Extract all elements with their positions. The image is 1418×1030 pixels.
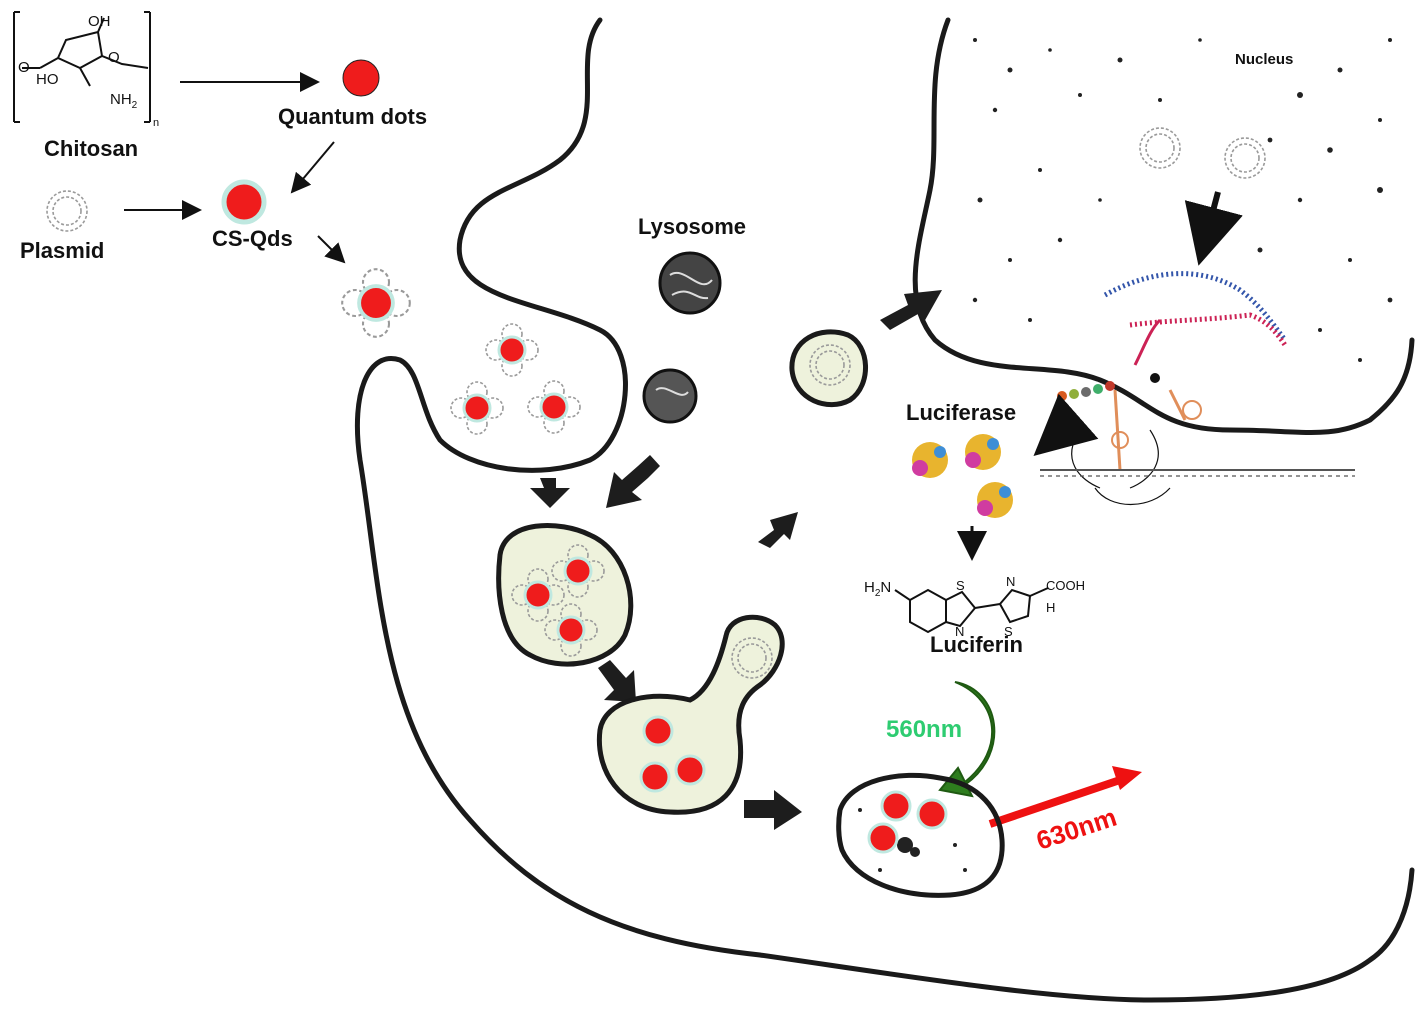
luciferase-protein-3 [977, 482, 1013, 518]
green-wavelength-label: 560nm [886, 716, 962, 743]
endocytosed-complex-3 [526, 379, 582, 435]
cell-membrane [354, 17, 1415, 1003]
luciferin-label: Luciferin [930, 632, 1023, 657]
qd-to-csqd-arrow [290, 141, 335, 194]
lysosome-label: Lysosome [638, 214, 746, 239]
svg-text:O: O [108, 49, 120, 66]
arrow-escape-up [758, 512, 798, 548]
svg-text:n: n [153, 117, 159, 129]
cs-qds-label: CS-Qds [212, 226, 293, 251]
svg-text:OH: OH [88, 13, 111, 30]
transcription-arrow [1184, 191, 1243, 266]
emitting-qd-1 [880, 790, 912, 822]
svg-text:H2N: H2N [864, 579, 891, 599]
green-emission-arrow [938, 681, 996, 798]
arrow-to-emission-vesicle [744, 790, 802, 830]
endocytosed-complex-1 [484, 322, 540, 378]
late-qd-2 [639, 761, 671, 793]
arrow-to-nucleus [880, 290, 942, 330]
emission-speckles [858, 808, 967, 872]
arrow-pocket-to-endosome [530, 478, 570, 508]
nuclear-plasmid-1 [1139, 127, 1181, 169]
quantum-dot-icon [342, 59, 380, 97]
svg-text:N: N [1006, 574, 1015, 589]
emitting-qd-3 [867, 822, 899, 854]
svg-text:HO: HO [36, 71, 59, 88]
late-endosome [596, 614, 785, 815]
arrow-lysosome-to-endosome [606, 455, 660, 508]
emitting-qd-2 [916, 798, 948, 830]
plasmid-label: Plasmid [20, 238, 104, 263]
late-qd-1 [642, 715, 674, 747]
svg-text:O: O [18, 59, 30, 76]
luciferase-protein-1 [912, 442, 948, 478]
red-wavelength-label: 630nm [1033, 802, 1121, 856]
late-qd-3 [674, 754, 706, 786]
luciferase-protein-2 [965, 434, 1001, 470]
plasmid-vesicle [789, 329, 868, 407]
translation-machinery [1040, 373, 1355, 506]
translation-arrow [1033, 393, 1099, 456]
nuclear-plasmid-2 [1224, 137, 1266, 179]
endocytosed-complex-2 [449, 380, 505, 436]
quantum-dots-label: Quantum dots [278, 104, 427, 129]
svg-text:S: S [1004, 624, 1013, 639]
red-emission-arrow [988, 776, 1122, 828]
csqd-to-complex-arrow [317, 235, 346, 264]
arrow-endosome-to-late [598, 660, 636, 702]
dna-transcription [1103, 271, 1288, 366]
emission-vesicle [836, 772, 1005, 898]
svg-text:H: H [1046, 600, 1055, 615]
plasmid-icon [46, 190, 88, 232]
lysosome-2 [642, 368, 698, 424]
chromatin-speckles [972, 38, 1393, 362]
nucleus-label: Nucleus [1235, 51, 1293, 68]
cs-qd-particle [221, 179, 267, 225]
chitosan-label: Chitosan [44, 136, 138, 161]
trafficking-arrows [530, 290, 942, 830]
nucleus-envelope [912, 17, 1415, 435]
svg-text:COOH: COOH [1046, 578, 1085, 593]
red-emission-arrowhead [1112, 766, 1142, 790]
svg-text:N: N [955, 624, 964, 639]
luciferin-structure: H2N S N N S COOH H [864, 574, 1085, 639]
polyplex-complex [340, 267, 412, 339]
svg-text:NH2: NH2 [110, 91, 138, 111]
chitosan-structure: OH HO O O NH2 n [13, 11, 159, 129]
svg-text:S: S [956, 578, 965, 593]
luciferase-label: Luciferase [906, 400, 1016, 425]
lysosome-1 [658, 251, 722, 315]
